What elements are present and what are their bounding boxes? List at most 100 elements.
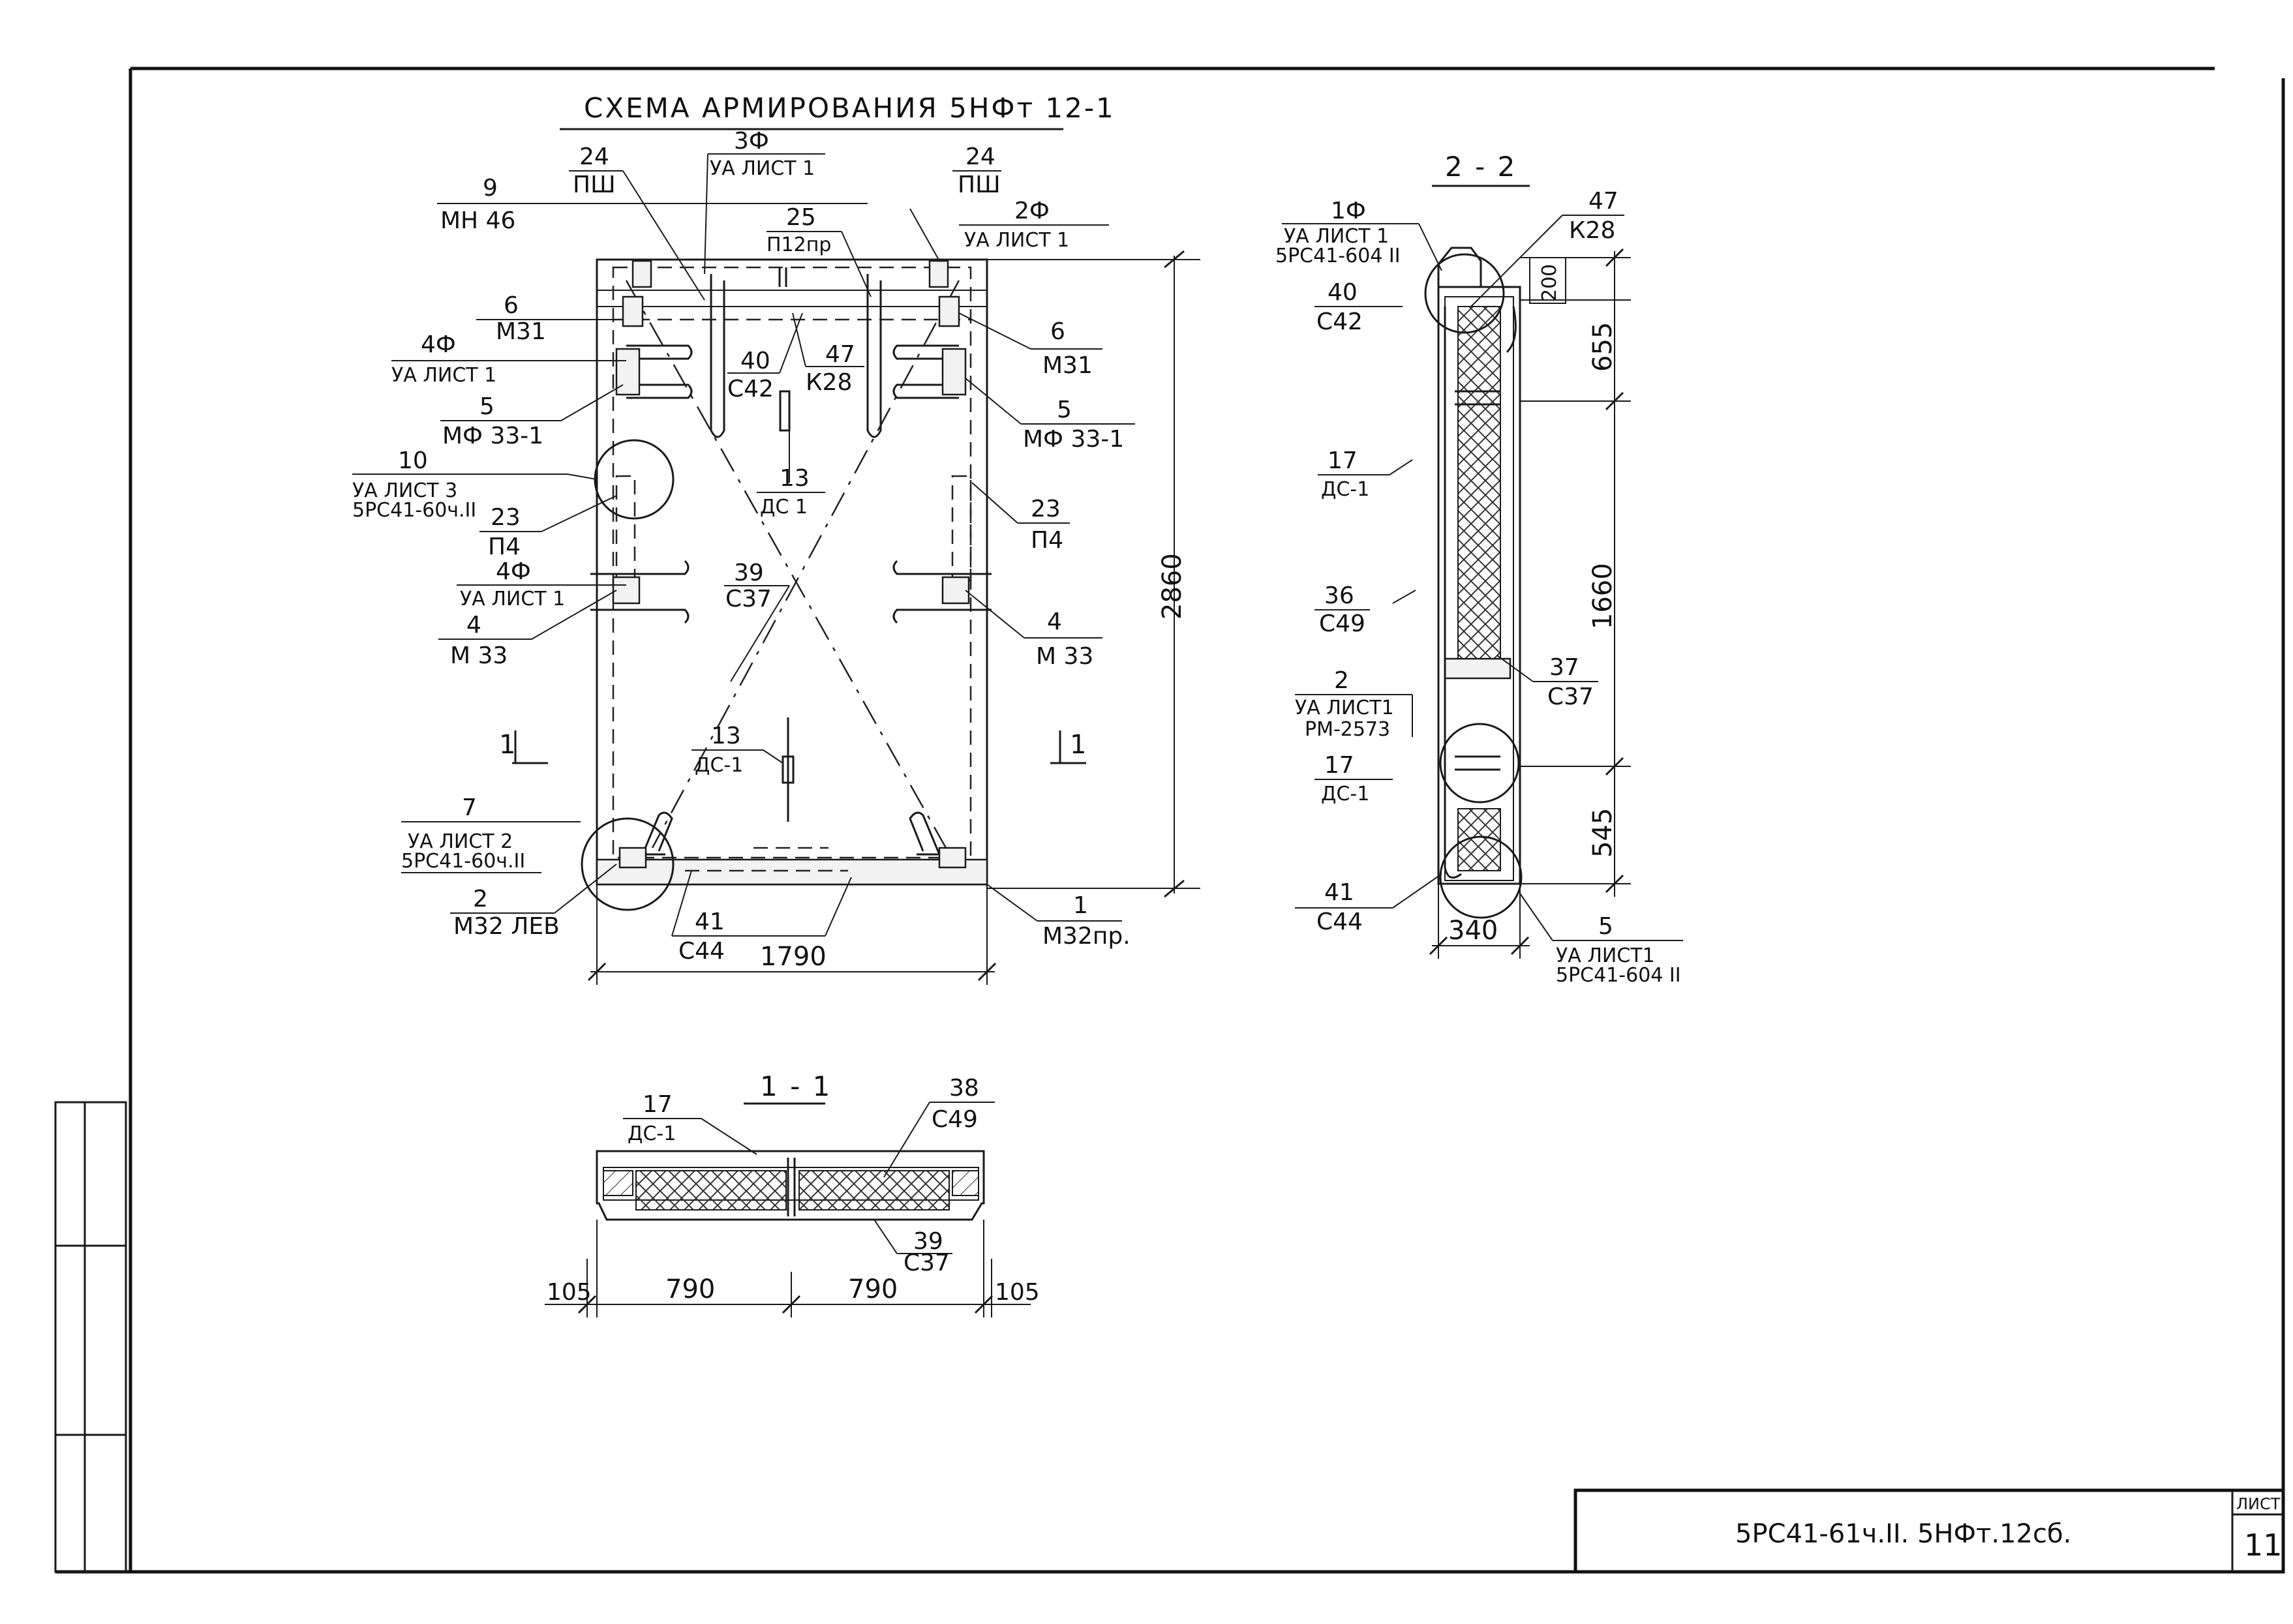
label-41-text: С44 xyxy=(678,938,725,965)
label-13a-number: 13 xyxy=(780,465,810,492)
label-13b-text: ДС-1 xyxy=(695,754,743,777)
main-view-title: СХЕМА АРМИРОВАНИЯ 5НФт 12-1 xyxy=(584,92,1116,124)
s22-label-1f-number: 1Ф xyxy=(1331,198,1366,224)
title-block: 5РС41-61ч.II. 5НФт.12сб. ЛИСТ 11 xyxy=(1573,1488,2285,1574)
label-4b-number: 4 xyxy=(1047,609,1062,635)
s11-dim-790-left: 790 xyxy=(665,1274,715,1304)
label-2f-number: 2Ф xyxy=(1014,198,1050,224)
s22-label-5-number: 5 xyxy=(1598,913,1613,940)
label-47-text: К28 xyxy=(806,369,852,396)
label-39-number: 39 xyxy=(734,560,764,586)
s11-dim-105-left: 105 xyxy=(547,1279,592,1306)
label-2-text: М32 ЛЕВ xyxy=(453,913,560,940)
sheet-number: 11 xyxy=(2244,1527,2283,1563)
s11-label-38-text: С49 xyxy=(932,1106,978,1133)
s22-label-5-text: УА ЛИСТ1 xyxy=(1556,944,1655,967)
s11-label-17-text: ДС-1 xyxy=(628,1122,676,1145)
label-5b-text: МФ 33-1 xyxy=(1023,426,1124,453)
label-6a-text: М31 xyxy=(496,318,546,345)
label-25-text: П12пр xyxy=(767,233,831,256)
label-7-number: 7 xyxy=(462,794,477,821)
s22-label-1f-text: УА ЛИСТ 1 xyxy=(1284,225,1389,248)
label-41-number: 41 xyxy=(695,909,725,935)
label-10-text2: 5РС41-60ч.II xyxy=(352,499,476,522)
s22-label-5-text2: 5РС41-604 II xyxy=(1556,964,1681,987)
label-4f-text: УА ЛИСТ 1 xyxy=(391,364,496,387)
dim-width: 1790 xyxy=(760,942,827,972)
label-6a-number: 6 xyxy=(504,292,519,319)
s22-label-2-text2: РМ-2573 xyxy=(1305,718,1390,741)
label-39-text: С37 xyxy=(725,586,772,612)
s11-dim-105-right: 105 xyxy=(995,1279,1040,1306)
label-3f-text: УА ЛИСТ 1 xyxy=(710,157,815,180)
label-9-text: МН 46 xyxy=(440,207,515,234)
label-2f-text: УА ЛИСТ 1 xyxy=(964,229,1069,252)
s22-label-36-text: С49 xyxy=(1319,610,1365,637)
label-4fb-number: 4Ф xyxy=(496,558,531,585)
section-1-1: 1 - 1 17 ДС-1 38 С49 39 С37 105 7 xyxy=(545,1070,1040,1317)
label-7-text: УА ЛИСТ 2 xyxy=(408,830,513,853)
s22-label-17b-number: 17 xyxy=(1324,752,1354,779)
main-view: СХЕМА АРМИРОВАНИЯ 5НФт 12-1 xyxy=(352,92,1200,985)
label-10-number: 10 xyxy=(398,447,428,474)
label-9-number: 9 xyxy=(483,175,498,202)
label-23b-number: 23 xyxy=(1031,496,1061,522)
s22-label-37-text: С37 xyxy=(1547,684,1594,710)
s11-dim-790-right: 790 xyxy=(848,1274,898,1304)
section-2-2: 2 - 2 200 655 1660 545 xyxy=(1275,151,1683,987)
label-1-text: М32пр. xyxy=(1042,923,1131,950)
section-22-title: 2 - 2 xyxy=(1445,151,1517,183)
panel-outline xyxy=(596,258,988,886)
label-4fb-text: УА ЛИСТ 1 xyxy=(460,588,565,610)
dim-655: 655 xyxy=(1588,322,1618,372)
label-24b-text: ПШ xyxy=(958,172,1001,198)
label-23a-text: П4 xyxy=(488,534,521,560)
label-5a-text: МФ 33-1 xyxy=(442,423,543,449)
section-11-title: 1 - 1 xyxy=(760,1070,832,1102)
s11-label-38-number: 38 xyxy=(949,1075,979,1102)
label-3f-number: 3Ф xyxy=(734,128,769,155)
label-6b-text: М31 xyxy=(1042,352,1093,379)
dim-height: 2860 xyxy=(1157,553,1187,620)
s22-label-47-number: 47 xyxy=(1588,188,1618,215)
label-24-number: 24 xyxy=(579,143,609,170)
drawing-code: 5РС41-61ч.II. 5НФт.12сб. xyxy=(1735,1519,2071,1549)
dim-1660: 1660 xyxy=(1588,563,1618,629)
label-40-number: 40 xyxy=(740,348,770,374)
sheet-frame xyxy=(55,67,2285,1574)
s22-label-2-text: УА ЛИСТ1 xyxy=(1295,697,1394,719)
label-23a-number: 23 xyxy=(491,504,521,531)
label-10-text: УА ЛИСТ 3 xyxy=(352,479,457,502)
s22-label-40-text: С42 xyxy=(1316,308,1363,335)
section-mark-right: 1 xyxy=(1070,730,1086,760)
s22-label-1f-text2: 5РС41-604 II xyxy=(1275,245,1401,267)
label-47-number: 47 xyxy=(825,341,855,368)
label-7-text2: 5РС41-60ч.II xyxy=(401,850,525,873)
label-5b-number: 5 xyxy=(1057,397,1072,423)
s22-label-37-number: 37 xyxy=(1549,654,1579,681)
label-6b-number: 6 xyxy=(1050,318,1065,345)
label-5a-number: 5 xyxy=(479,393,494,420)
label-1-number: 1 xyxy=(1073,892,1088,919)
label-40-text: С42 xyxy=(727,376,774,402)
section-mark-left: 1 xyxy=(499,730,515,760)
s22-label-41-number: 41 xyxy=(1324,879,1354,906)
s22-label-2-number: 2 xyxy=(1334,667,1349,694)
binding-stamp-strip xyxy=(54,1101,127,1573)
s22-label-17a-number: 17 xyxy=(1328,447,1358,474)
s22-label-40-number: 40 xyxy=(1328,279,1358,306)
label-2-number: 2 xyxy=(473,886,488,912)
s22-label-41-text: С44 xyxy=(1316,909,1363,935)
s22-label-36-number: 36 xyxy=(1324,582,1354,609)
sheet-label: ЛИСТ xyxy=(2236,1495,2281,1513)
label-24b-number: 24 xyxy=(965,143,995,170)
label-25-number: 25 xyxy=(786,204,816,231)
label-4a-text: М 33 xyxy=(450,642,508,669)
dim-340: 340 xyxy=(1448,916,1498,946)
label-24-text: ПШ xyxy=(573,172,616,198)
s11-label-39-number: 39 xyxy=(913,1228,943,1255)
s11-label-39-text: С37 xyxy=(904,1250,950,1276)
s22-label-17b-text: ДС-1 xyxy=(1321,783,1369,805)
label-4b-text: М 33 xyxy=(1036,643,1093,670)
